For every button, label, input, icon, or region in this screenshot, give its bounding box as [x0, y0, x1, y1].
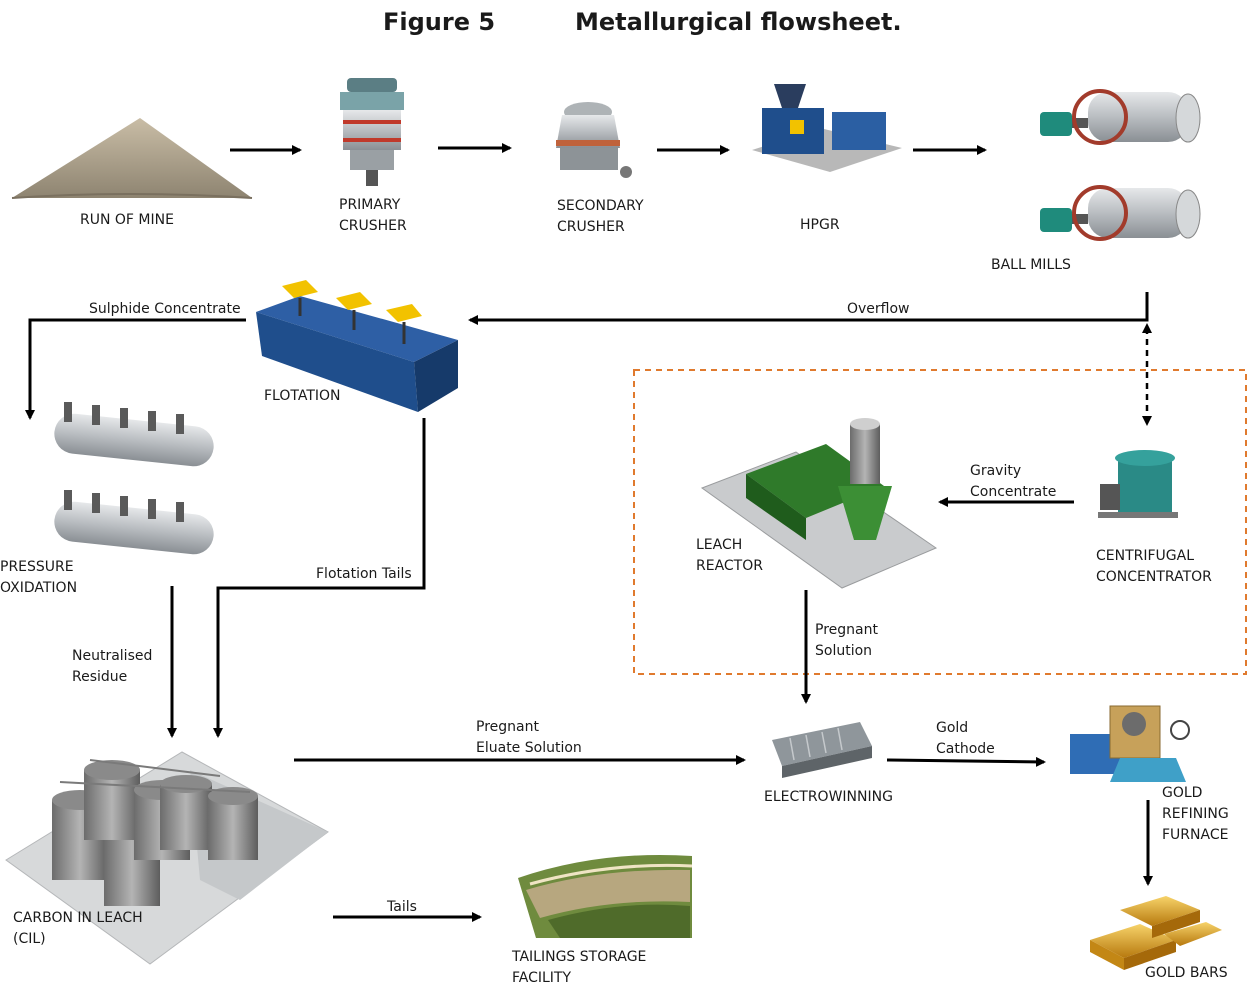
label-gold-bars: GOLD BARS [1145, 965, 1228, 981]
gold-bars-icon [1090, 896, 1222, 970]
label-ball-mills: BALL MILLS [991, 257, 1071, 273]
label-overflow: Overflow [847, 301, 910, 317]
autoclave-icon-2 [54, 490, 214, 555]
arrow-sulphide-concentrate [25, 318, 246, 420]
figure-title: Metallurgical flowsheet. [575, 8, 902, 36]
label-flotation: FLOTATION [264, 388, 341, 404]
label-carbon-in-leach: CARBON IN LEACH(CIL) [13, 910, 143, 947]
ball-mill-icon-1 [1040, 89, 1201, 145]
cil-plant-icon [5, 751, 329, 965]
label-electrowinning: ELECTROWINNING [764, 789, 893, 805]
ball-mill-icon-2 [1040, 185, 1201, 241]
primary-crusher-icon [340, 78, 404, 186]
label-hpgr: HPGR [800, 217, 840, 233]
gravity-circuit-boundary [633, 369, 1247, 675]
label-run-of-mine: RUN OF MINE [80, 212, 174, 228]
autoclave-icon-1 [54, 402, 214, 467]
leach-reactor-icon [700, 418, 938, 589]
run-of-mine-pile-icon [11, 118, 253, 199]
label-flotation-tails: Flotation Tails [316, 566, 412, 582]
label-tails: Tails [387, 899, 417, 915]
hpgr-icon [752, 84, 902, 172]
arrow-overflow [468, 292, 1149, 325]
electrowinning-cell-icon [772, 722, 872, 778]
arrow-flotation-tails [213, 418, 426, 738]
figure-number: Figure 5 [383, 8, 496, 36]
flotation-cells-icon [256, 280, 458, 412]
label-sulphide-concentrate: Sulphide Concentrate [89, 301, 241, 317]
refining-furnace-icon [1070, 705, 1190, 782]
secondary-crusher-icon [556, 102, 632, 178]
arrow-gold-cathode [886, 756, 1046, 767]
centrifugal-concentrator-icon [1098, 450, 1178, 518]
tailings-storage-icon [518, 854, 693, 938]
